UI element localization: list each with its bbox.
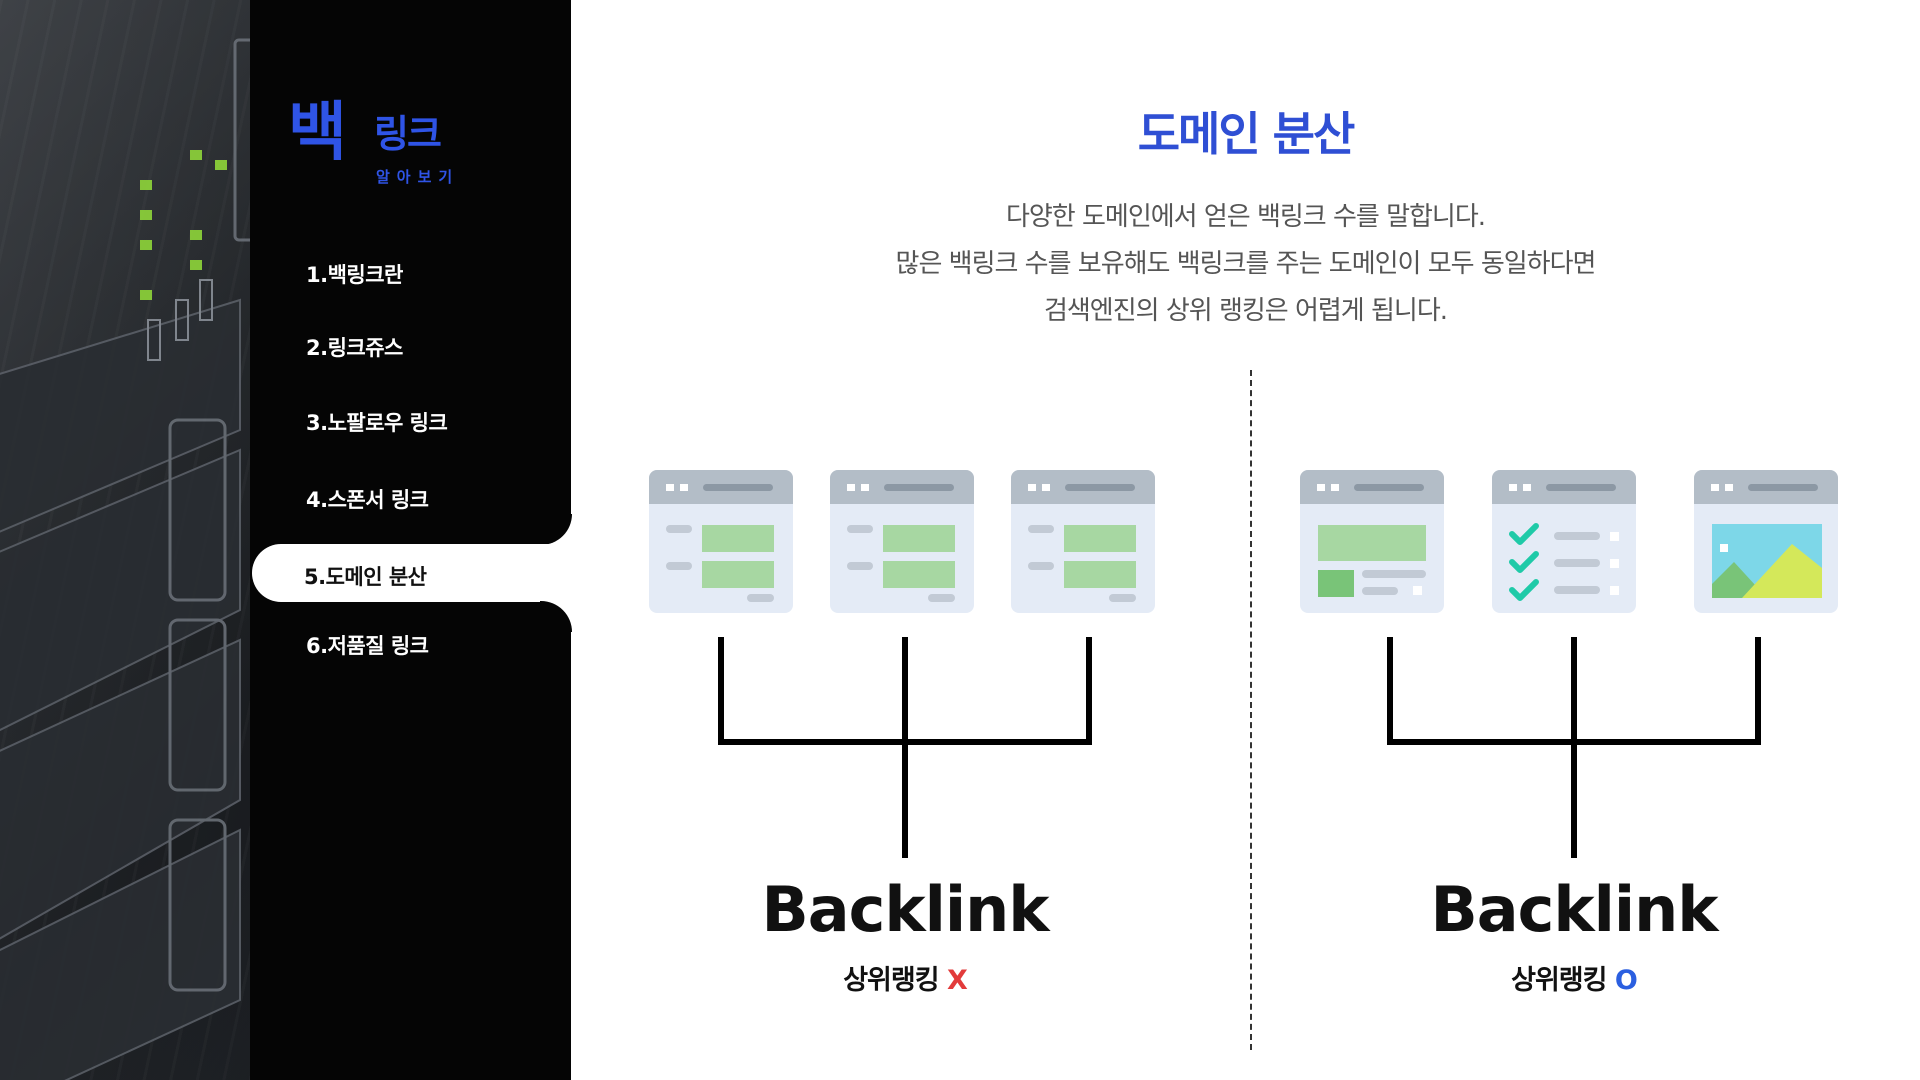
section-divider [1250, 370, 1252, 1050]
browser-window-icon [830, 470, 974, 613]
nav-active-notch-bottom [540, 601, 572, 632]
logo-secondary-text: 링크 [374, 112, 442, 156]
right-rank-label: 상위랭킹 O [1374, 958, 1774, 997]
browser-window-icon [1300, 470, 1444, 613]
nav-item-sponsored-link[interactable]: 4.스폰서 링크 [306, 488, 429, 512]
description-line-1: 다양한 도메인에서 얻은 백링크 수를 말합니다. [1005, 202, 1486, 232]
logo: 백 링크 알아보기 [288, 96, 488, 196]
description-line-3: 검색엔진의 상위 랭킹은 어렵게 됩니다. [1043, 296, 1448, 326]
right-backlink-label: Backlink [1430, 873, 1719, 946]
sidebar-panel [250, 0, 571, 1080]
image-landscape-icon [1694, 470, 1838, 613]
right-rank-text: 상위랭킹 [1511, 965, 1607, 996]
description-line-2: 많은 백링크 수를 보유해도 백링크를 주는 도메인이 모두 동일하다면 [895, 249, 1597, 279]
server-rack-photo [0, 0, 277, 1080]
left-backlink-label: Backlink [761, 873, 1050, 946]
rank-success-mark: O [1614, 965, 1638, 996]
rank-fail-mark: X [946, 965, 968, 996]
sidebar [0, 0, 571, 1080]
nav-active-notch-top [540, 514, 572, 545]
page-title: 도메인 분산 [1137, 107, 1356, 161]
nav-item-low-quality-link[interactable]: 6.저품질 링크 [306, 634, 429, 658]
logo-main-text: 백 [288, 96, 347, 170]
nav-item-nofollow-link[interactable]: 3.노팔로우 링크 [306, 411, 448, 435]
logo-subtitle: 알아보기 [376, 168, 460, 186]
left-rank-text: 상위랭킹 [843, 965, 939, 996]
browser-window-icon [649, 470, 793, 613]
nav-item-link-juice[interactable]: 2.링크쥬스 [306, 336, 403, 360]
left-rank-label: 상위랭킹 X [705, 958, 1105, 997]
nav-item-backlink-definition[interactable]: 1.백링크란 [306, 263, 403, 287]
checklist-icon [1492, 470, 1636, 613]
nav-active-highlight [252, 544, 592, 602]
browser-window-icon [1011, 470, 1155, 613]
nav-item-domain-diversity[interactable]: 5.도메인 분산 [304, 565, 427, 589]
